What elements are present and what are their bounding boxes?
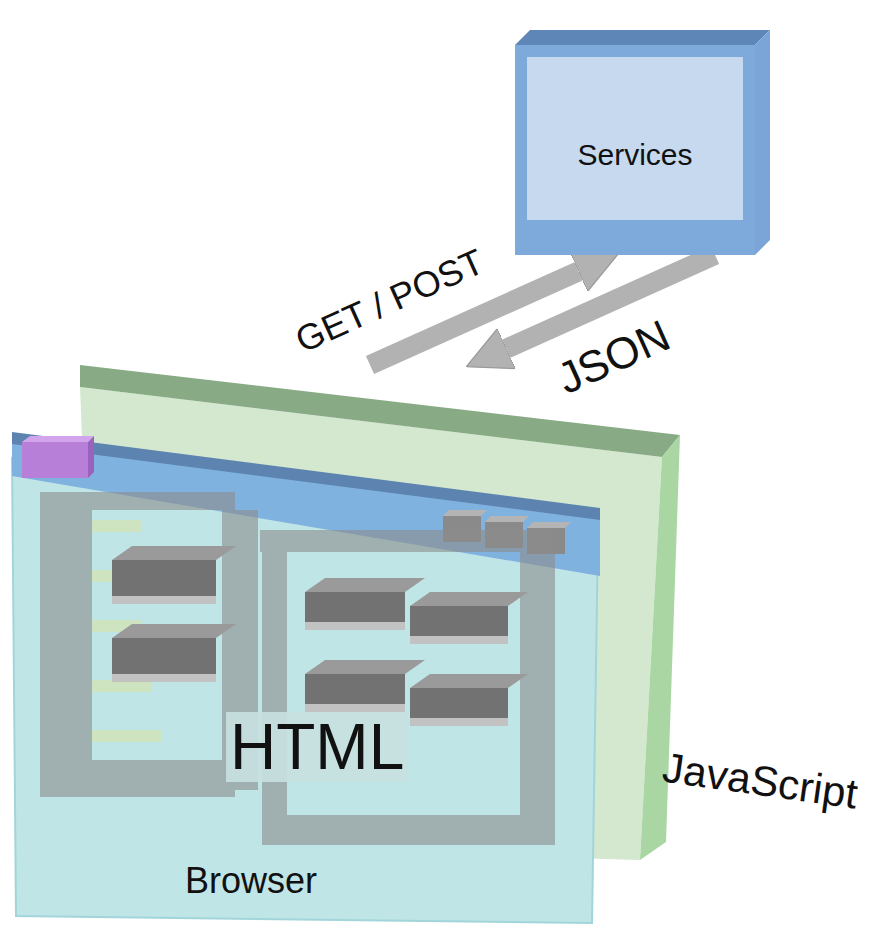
content-panel <box>112 596 216 604</box>
toolbar-buttons <box>485 516 529 522</box>
layout-frame <box>40 760 235 797</box>
content-panel <box>305 622 405 630</box>
content-panel <box>305 660 425 674</box>
nav-ladder <box>92 520 142 532</box>
toolbar-buttons <box>443 510 571 554</box>
toolbar-buttons <box>527 522 571 528</box>
layout-frame <box>520 552 555 815</box>
content-panel <box>305 674 405 704</box>
node-label: Services <box>577 138 692 173</box>
content-panel <box>112 546 236 560</box>
box-front <box>515 45 755 255</box>
title-bar-top <box>12 432 600 520</box>
layout-frame <box>260 530 552 552</box>
browser-window: Browser <box>12 428 602 928</box>
content-panel <box>112 560 216 596</box>
content-panel <box>305 704 405 712</box>
server-box: Services <box>515 30 770 255</box>
box-top <box>515 30 770 45</box>
layout-frame <box>40 492 235 510</box>
content-panel <box>410 592 528 606</box>
content-panel <box>112 546 528 726</box>
nav-ladder <box>92 520 162 742</box>
nav-ladder <box>92 680 152 692</box>
content-panel <box>112 624 236 638</box>
edge-label: GET / POST <box>290 242 490 361</box>
toolbar-buttons <box>527 528 565 554</box>
window-button <box>22 436 94 478</box>
layout-frame <box>40 492 555 845</box>
content-panel <box>112 674 216 682</box>
node-label: JavaScript <box>660 744 861 819</box>
layer-side <box>640 435 680 860</box>
node-label: Browser <box>185 860 317 901</box>
toolbar-buttons <box>443 516 481 542</box>
layout-frame <box>262 815 555 845</box>
box-face <box>527 57 743 220</box>
browser-window-outline <box>12 428 602 928</box>
layout-frame <box>40 510 92 760</box>
box-side <box>755 30 770 255</box>
nav-ladder <box>92 730 162 742</box>
toolbar-buttons <box>485 522 523 548</box>
layer-label: HTML <box>226 712 408 782</box>
content-panel <box>410 688 508 718</box>
content-panel <box>305 592 405 622</box>
nav-ladder <box>92 570 132 582</box>
window-button <box>22 442 88 478</box>
content-panel <box>410 606 508 636</box>
content-panel <box>410 718 508 726</box>
window-button <box>88 436 94 478</box>
content-panel <box>410 674 528 688</box>
content-panel <box>305 578 425 592</box>
content-panel <box>112 638 216 674</box>
toolbar-buttons <box>443 510 487 516</box>
nav-ladder <box>92 620 142 632</box>
window-button <box>22 436 94 442</box>
content-panel <box>410 636 508 644</box>
